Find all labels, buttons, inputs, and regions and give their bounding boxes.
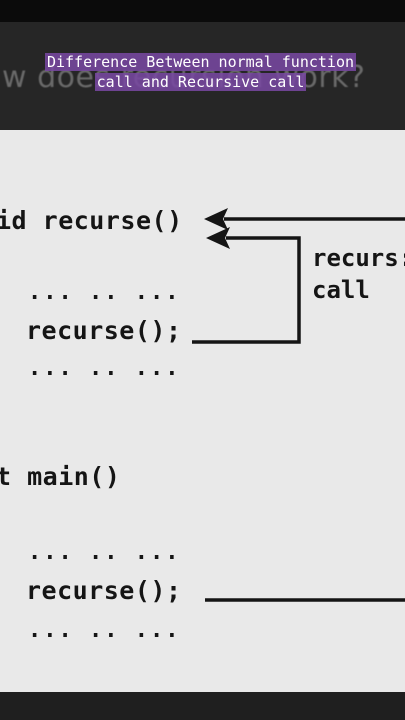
function-definition-main: t main() <box>0 462 121 491</box>
top-bar <box>0 0 405 22</box>
caption-text: Difference Between normal function call … <box>44 53 357 91</box>
bottom-bar <box>0 692 405 720</box>
recursive-call-arrow-line <box>192 236 301 344</box>
code-ellipsis-1: ... .. ... <box>28 280 181 305</box>
arrowhead-icon <box>204 208 228 230</box>
code-ellipsis-4: ... .. ... <box>28 618 181 643</box>
function-definition-recurse: id recurse() <box>0 206 183 235</box>
call-arrows <box>192 208 405 602</box>
code-panel: id recurse() ... .. ... recurse(); ... .… <box>0 130 405 692</box>
annotation-recursive-label: recurs: <box>312 244 405 272</box>
code-ellipsis-2: ... .. ... <box>28 356 181 381</box>
recursive-call-line: recurse(); <box>26 316 182 345</box>
slide: w does recursion work? id recurse() ... … <box>0 22 405 720</box>
code-ellipsis-3: ... .. ... <box>28 540 181 565</box>
video-caption: Difference Between normal function call … <box>28 52 373 92</box>
arrowhead-icon <box>206 227 230 249</box>
normal-call-line: recurse(); <box>26 576 182 605</box>
annotation-call-label: call <box>312 276 370 304</box>
normal-call-arrow-line <box>205 217 405 602</box>
